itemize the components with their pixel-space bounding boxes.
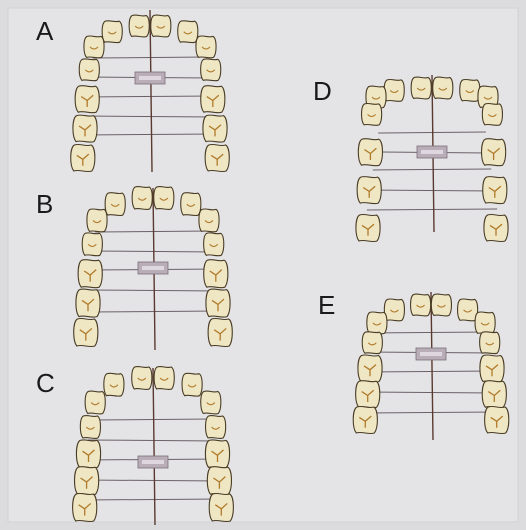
tooth [206, 416, 226, 439]
tooth [431, 294, 451, 316]
tooth [181, 193, 201, 216]
tooth [102, 21, 122, 43]
tooth [105, 193, 125, 216]
tooth [482, 381, 506, 408]
tooth [209, 493, 233, 521]
tooth [151, 15, 171, 37]
tooth [358, 355, 382, 382]
tooth [208, 318, 232, 346]
tooth [74, 318, 98, 346]
tooth [71, 144, 95, 171]
tooth [460, 79, 480, 101]
tooth [201, 86, 225, 113]
panel-label-e: E [318, 292, 335, 318]
tooth [480, 355, 504, 382]
tooth [207, 467, 231, 495]
tooth [356, 381, 380, 408]
screw-window [421, 150, 443, 154]
tooth [353, 406, 377, 433]
tooth [132, 367, 152, 390]
tooth [73, 115, 97, 142]
tooth [362, 103, 382, 125]
tooth [76, 289, 100, 317]
tooth [458, 299, 478, 321]
tooth [204, 260, 228, 288]
tooth [199, 209, 219, 232]
panel-label-b: B [36, 191, 53, 217]
tooth [73, 493, 97, 521]
tooth [411, 77, 431, 99]
screw-window [142, 460, 164, 464]
tooth [196, 36, 216, 58]
tooth [484, 214, 508, 241]
tooth [475, 312, 495, 334]
tooth [75, 86, 99, 113]
panel-label-a: A [36, 18, 53, 44]
tooth [433, 77, 453, 99]
tooth [480, 332, 500, 354]
tooth [204, 233, 224, 256]
panel-label-c: C [36, 370, 55, 396]
tooth [154, 367, 174, 390]
screw-window [420, 352, 442, 356]
tooth [485, 406, 509, 433]
tooth [85, 391, 105, 414]
tooth [483, 177, 507, 204]
tooth [129, 15, 149, 37]
tooth [384, 299, 404, 321]
tooth [82, 233, 102, 256]
panel-label-d: D [313, 78, 332, 104]
tooth [104, 373, 124, 396]
tooth [78, 260, 102, 288]
tooth [362, 332, 382, 354]
tooth [80, 416, 100, 439]
tooth [367, 312, 387, 334]
tooth [79, 59, 99, 81]
tooth [201, 391, 221, 414]
tooth [482, 103, 502, 125]
tooth [75, 467, 99, 495]
tooth [205, 440, 229, 468]
tooth [358, 139, 382, 166]
screw-window [139, 76, 161, 80]
tooth [357, 177, 381, 204]
tooth [356, 214, 380, 241]
tooth [84, 36, 104, 58]
tooth [384, 79, 404, 101]
tooth [182, 373, 202, 396]
tooth [154, 187, 174, 210]
tooth [203, 115, 227, 142]
tooth [178, 21, 198, 43]
tooth [482, 139, 506, 166]
tooth [206, 289, 230, 317]
tooth [87, 209, 107, 232]
tooth [132, 187, 152, 210]
tooth [411, 294, 431, 316]
tooth [76, 440, 100, 468]
screw-window [142, 266, 164, 270]
tooth [205, 144, 229, 171]
tooth [201, 59, 221, 81]
